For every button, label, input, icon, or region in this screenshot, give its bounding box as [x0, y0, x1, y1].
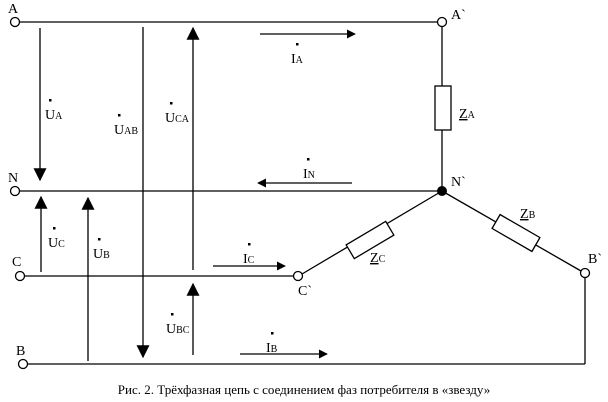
label-UBC: UBC [166, 313, 190, 337]
terminal-N [9, 185, 21, 197]
label-ZB: ZB [520, 207, 536, 222]
label-ZA: ZA [459, 107, 476, 122]
terminal-A [9, 16, 21, 28]
label-UB: UB [93, 238, 110, 262]
svg-text:UCA: UCA [165, 111, 190, 126]
terminal-A-prime [436, 16, 448, 28]
label-C-prime: C` [298, 284, 312, 299]
svg-text:UAB: UAB [114, 123, 138, 138]
impedance-ZA [434, 85, 452, 131]
label-ZC: ZC [370, 251, 386, 266]
label-UAB: UAB [114, 114, 138, 138]
figure-caption: Рис. 2. Трёхфазная цепь с соединением фа… [118, 382, 490, 397]
svg-text:ZA: ZA [459, 107, 476, 122]
svg-text:IC: IC [243, 252, 255, 267]
label-IC: IC [243, 243, 255, 267]
label-A: A [8, 2, 19, 17]
label-C: C [12, 255, 21, 270]
impedance-ZB [491, 213, 541, 253]
svg-text:IA: IA [291, 52, 304, 67]
label-N: N [8, 171, 18, 186]
terminal-B-prime [579, 267, 591, 279]
impedance-ZC [345, 220, 395, 260]
neutral-node-N-prime [437, 186, 447, 196]
terminal-B [17, 358, 29, 370]
svg-text:ZC: ZC [370, 251, 386, 266]
label-A-prime: A` [451, 8, 466, 23]
label-UCA: UCA [165, 102, 190, 126]
label-IN: IN [303, 158, 315, 182]
svg-text:UBC: UBC [166, 322, 190, 337]
label-IA: IA [291, 43, 304, 67]
label-B-prime: B` [588, 252, 602, 267]
svg-text:UA: UA [45, 108, 63, 123]
svg-text:ZB: ZB [520, 207, 536, 222]
svg-text:UC: UC [48, 236, 65, 251]
label-IB: IB [266, 332, 278, 356]
terminal-C [14, 270, 26, 282]
label-B: B [16, 344, 25, 359]
svg-text:UB: UB [93, 247, 110, 262]
label-N-prime: N` [451, 175, 466, 190]
label-UA: UA [45, 99, 63, 123]
svg-text:IN: IN [303, 167, 315, 182]
label-UC: UC [48, 227, 65, 251]
terminal-C-prime [292, 270, 304, 282]
svg-text:IB: IB [266, 341, 278, 356]
